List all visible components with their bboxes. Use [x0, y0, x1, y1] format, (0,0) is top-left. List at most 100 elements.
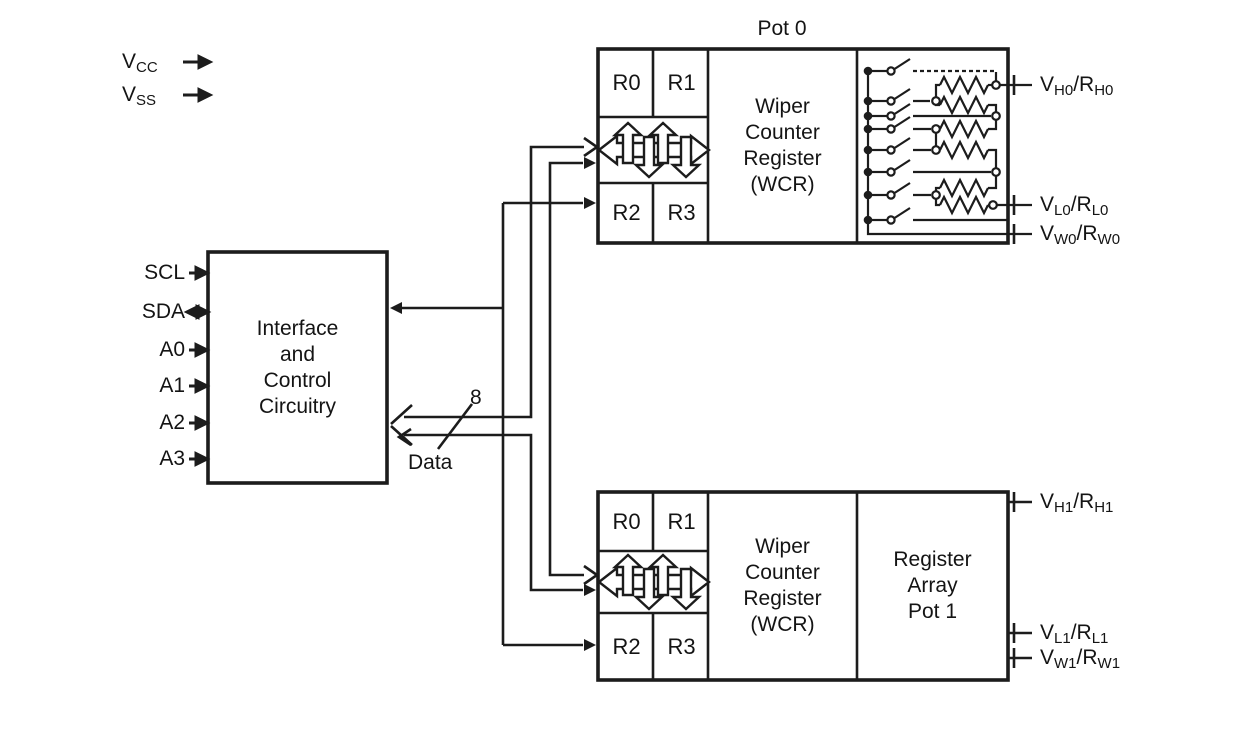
pot0-title: Pot 0	[757, 17, 807, 40]
arrow-into-pot0-r2-icon	[584, 197, 596, 209]
t-r: R	[1079, 73, 1095, 96]
pot1-dividers	[598, 492, 859, 680]
pot0-wcr-label: Wiper Counter Register (WCR)	[743, 95, 822, 196]
t-sep: /	[1070, 621, 1077, 644]
t-v: V	[1040, 73, 1055, 96]
t-v: V	[1040, 646, 1055, 669]
t-vsub: W0	[1054, 231, 1077, 248]
pot1-register-r0: R0	[612, 508, 641, 534]
arrow-into-pot0-lower-icon	[584, 157, 596, 169]
t-r: R	[1076, 621, 1092, 644]
t-sep: /	[1073, 490, 1080, 513]
t-rsub: L1	[1091, 630, 1109, 647]
t-rsub: H0	[1094, 82, 1114, 99]
wire-pot0-pot1	[548, 161, 584, 577]
t-v: V	[1040, 193, 1055, 216]
terminal-vh0: VH0/RH0	[1040, 72, 1113, 104]
vcc-arrow-icon	[197, 54, 214, 70]
pin-label-a1: A1	[159, 374, 185, 397]
pot1-wcr-label: Wiper Counter Register (WCR)	[743, 535, 822, 636]
terminal-vw0: VW0/RW0	[1040, 221, 1120, 253]
vss-arrow-icon	[197, 87, 214, 103]
vss-base: V	[122, 83, 137, 106]
a1-arrow-icon	[194, 378, 211, 394]
a0-arrow-icon	[194, 342, 211, 358]
arrow-into-interface-icon	[390, 302, 402, 314]
pot0-register-r3: R3	[667, 200, 696, 225]
arrow-into-pot1-lower-icon	[584, 584, 596, 596]
solid-arrowheads	[390, 157, 596, 651]
terminal-stubs	[1008, 75, 1032, 668]
pot0-dividers	[598, 49, 859, 243]
pot0-register-r0: R0	[612, 70, 641, 95]
wire-bus-pot0	[404, 145, 584, 419]
pot0-box	[596, 47, 1010, 245]
t-v: V	[1040, 490, 1055, 513]
sda-arrow-right-icon	[195, 304, 212, 320]
t-sep: /	[1073, 73, 1080, 96]
t-vsub: H1	[1054, 499, 1074, 516]
bus-arrow-inner-icon	[396, 427, 412, 447]
resistor-icon	[939, 74, 989, 96]
terminal-vw1: VW1/RW1	[1040, 645, 1120, 677]
a3-arrow-icon	[194, 451, 211, 467]
vcc-base: V	[122, 50, 137, 73]
interconnect-wires	[402, 145, 584, 647]
a2-arrow-icon	[194, 415, 211, 431]
t-r: R	[1079, 490, 1095, 513]
bus-data-label: Data	[408, 451, 453, 474]
vcc-label: VCC	[122, 49, 158, 81]
scl-arrow-icon	[194, 265, 211, 281]
pin-label-a2: A2	[159, 411, 185, 434]
arrow-into-pot0-upper-icon	[583, 136, 600, 158]
pot1-array-label: Register Array Pot 1	[893, 548, 972, 623]
exchange-arrows-icon	[597, 553, 711, 611]
terminal-vh1: VH1/RH1	[1040, 489, 1113, 521]
pin-label-a3: A3	[159, 447, 185, 470]
bus-width-label: 8	[470, 386, 482, 409]
resistor-icon	[939, 177, 989, 199]
bus-junction-dots	[863, 66, 873, 225]
resistor-icon	[939, 194, 989, 216]
pin-label-a0: A0	[159, 338, 185, 361]
terminal-vl1: VL1/RL1	[1040, 620, 1108, 652]
t-sep: /	[1076, 222, 1083, 245]
pin-label-scl: SCL	[144, 261, 185, 284]
t-sep: /	[1070, 193, 1077, 216]
pot0-register-r2: R2	[612, 200, 641, 225]
t-rsub: H1	[1094, 499, 1114, 516]
switch-and-node-circles	[886, 66, 1001, 225]
interface-box	[206, 250, 389, 485]
t-sep: /	[1076, 646, 1083, 669]
interface-box-label: Interface and Control Circuitry	[256, 316, 339, 418]
arrow-into-pot1-upper-icon	[583, 564, 600, 586]
vss-label: VSS	[122, 82, 156, 114]
t-rsub: L0	[1091, 202, 1109, 219]
resistor-icon	[939, 94, 989, 116]
t-vsub: L0	[1054, 202, 1071, 219]
t-rsub: W0	[1097, 231, 1121, 248]
pot1-box	[596, 490, 1010, 682]
pot1-register-r3: R3	[667, 633, 696, 659]
exchange-arrows-icon	[597, 121, 711, 179]
terminal-vl0: VL0/RL0	[1040, 192, 1108, 224]
box-outlines	[206, 47, 1010, 682]
t-v: V	[1040, 222, 1055, 245]
t-r: R	[1082, 222, 1098, 245]
resistor-icon	[939, 139, 989, 161]
t-vsub: L1	[1054, 630, 1071, 647]
pin-arrows	[183, 54, 214, 467]
bus-width-slash	[436, 403, 474, 450]
pot1-register-r1: R1	[667, 508, 696, 534]
t-r: R	[1082, 646, 1098, 669]
t-rsub: W1	[1097, 655, 1121, 672]
hollow-arrowheads	[390, 136, 600, 586]
arrow-into-pot1-r2-icon	[584, 639, 596, 651]
pot1-register-r2: R2	[612, 633, 641, 659]
wire-bus-pot1	[404, 433, 583, 592]
pin-label-sda: SDA	[141, 300, 185, 323]
vcc-sub: CC	[136, 59, 158, 76]
resistor-icon	[939, 118, 989, 140]
